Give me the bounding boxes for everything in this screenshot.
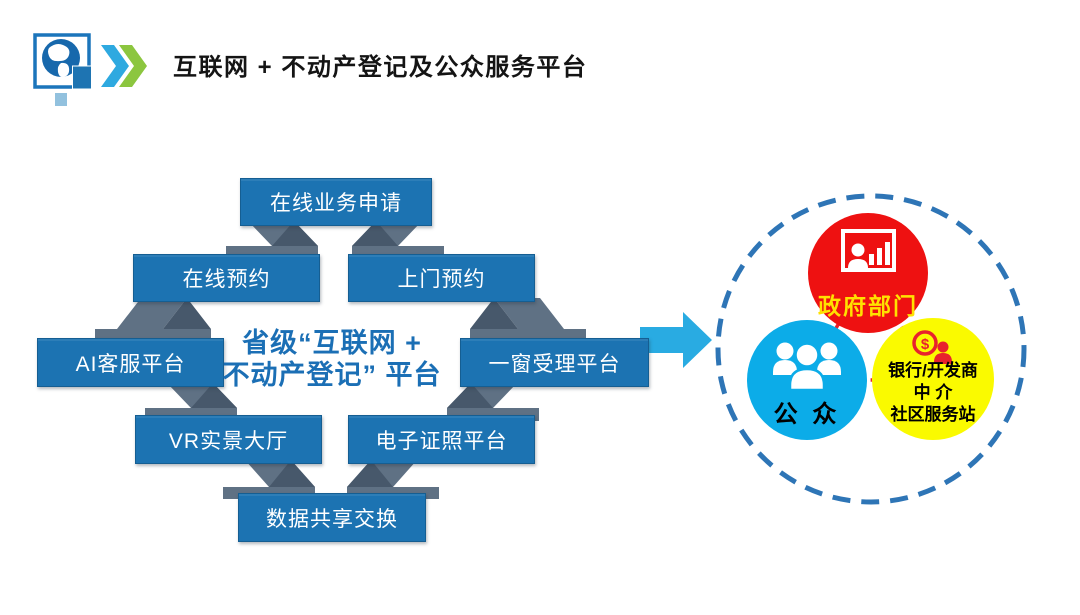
ribbon-right-to-lowerright <box>447 383 539 421</box>
dashed-triangle <box>802 268 938 383</box>
partners-circle: $ <box>872 318 994 440</box>
logo-square-accent <box>72 65 92 90</box>
node-online-booking: 在线预约 <box>133 254 320 302</box>
government-circle <box>808 213 928 333</box>
globe-icon <box>42 39 80 78</box>
right-arrow-icon <box>640 312 712 368</box>
double-chevron-icon <box>101 45 147 87</box>
partners-label-line3: 社区服务站 <box>890 405 976 424</box>
ribbon-lowerleft-to-bottom <box>223 460 315 499</box>
public-circle <box>747 320 867 440</box>
logo-small-square <box>55 93 67 106</box>
node-onsite-booking: 上门预约 <box>348 254 535 302</box>
node-data-exchange: 数据共享交换 <box>238 493 426 542</box>
ribbon-top-to-upperright <box>352 221 444 255</box>
ribbon-upperleft-to-left <box>95 298 211 340</box>
partners-label-line2: 中 介 <box>913 383 953 402</box>
hub-center-line1: 省级“互联网 + <box>242 328 422 358</box>
ribbon-top-to-upperleft <box>226 221 318 255</box>
government-label: 政府部门 <box>818 293 918 319</box>
ribbon-left-to-lowerleft <box>145 383 237 421</box>
partners-label-line1: 银行/开发商 <box>888 361 978 380</box>
public-label: 公 众 <box>773 401 841 428</box>
partners-label: 银行/开发商 中 介 社区服务站 <box>868 360 998 426</box>
dashed-ring <box>715 193 1027 505</box>
presentation-chart-icon <box>841 229 896 272</box>
ribbon-upperright-to-right <box>470 298 586 340</box>
page-title: 互联网 + 不动产登记及公众服务平台 <box>173 54 588 81</box>
node-vr-hall: VR实景大厅 <box>135 415 322 464</box>
money-person-icon: $ <box>912 330 952 364</box>
node-online-application: 在线业务申请 <box>240 178 432 226</box>
hub-center-title: 省级“互联网 + 不动产登记” 平台 <box>172 327 492 391</box>
hub-center-line2: 不动产登记” 平台 <box>222 360 442 390</box>
node-one-window: 一窗受理平台 <box>460 338 649 387</box>
ribbon-connectors <box>95 221 586 499</box>
logo <box>33 33 92 106</box>
svg-text:$: $ <box>921 336 930 353</box>
node-e-license: 电子证照平台 <box>348 415 535 464</box>
node-ai-service: AI客服平台 <box>37 338 224 387</box>
people-group-icon <box>773 342 841 392</box>
ribbon-lowerright-to-bottom <box>347 460 439 499</box>
